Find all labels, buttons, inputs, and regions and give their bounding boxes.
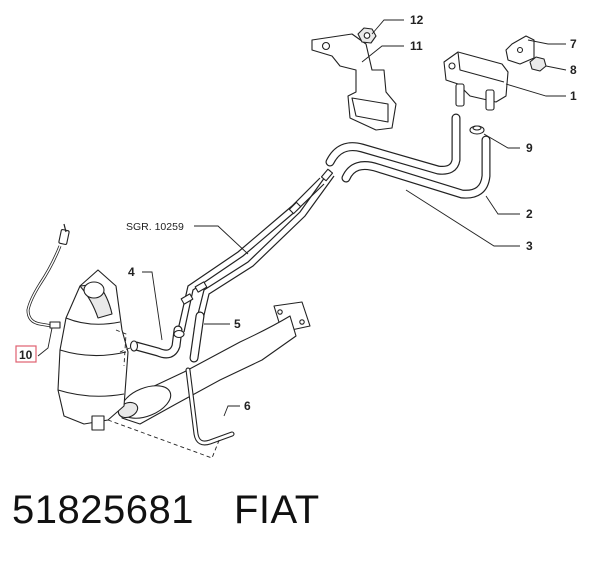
assembly-guide-lines: [107, 329, 221, 459]
clamp-9: [469, 125, 485, 135]
callout-10: 10: [19, 348, 33, 362]
nut-12: [357, 27, 377, 44]
callout-6: 6: [244, 399, 251, 413]
sensor-bracket-7: [505, 35, 535, 65]
callout-11: 11: [410, 39, 423, 53]
callout-12: 12: [410, 13, 424, 27]
exhaust-pipe: [117, 301, 311, 425]
callout-5: 5: [234, 317, 241, 331]
mounting-bracket-11: [311, 33, 397, 131]
callout-10-highlight-box: [15, 345, 37, 363]
rigid-pipe-assembly: [177, 168, 335, 333]
hose-5: [189, 311, 205, 363]
reference-sgr-label: SGR. 10259: [126, 221, 184, 233]
callout-3: 3: [526, 239, 533, 253]
callout-labels: 12 11 7 8 1 9 2 3 4 5 6 10 SGR. 10259: [15, 13, 577, 413]
brand-name: FIAT: [233, 488, 320, 532]
exhaust-temperature-sensor-10: [26, 223, 70, 329]
part-caption: 51825681 FIAT: [12, 490, 320, 530]
part-number: 51825681: [12, 488, 194, 532]
pressure-sensor-1: [443, 51, 509, 111]
pipe-6: [185, 367, 235, 446]
callout-1: 1: [570, 89, 577, 103]
hose-4: [129, 325, 185, 359]
leader-lines: [37, 19, 567, 417]
callout-2: 2: [526, 207, 533, 221]
particulate-filter: [57, 269, 129, 431]
callout-7: 7: [570, 37, 577, 51]
hose-3: [325, 113, 461, 175]
callout-8: 8: [570, 63, 577, 77]
callout-4: 4: [128, 265, 135, 279]
callout-9: 9: [526, 141, 533, 155]
hose-2: [341, 135, 491, 199]
